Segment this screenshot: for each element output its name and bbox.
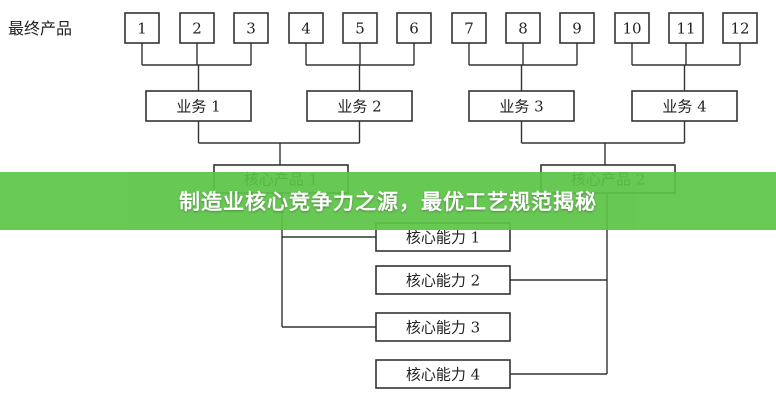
product-4-label: 4 [301,19,311,37]
product-9: 9 [559,12,595,44]
business-1-box [145,90,252,122]
business-3: 业务 3 [468,90,575,122]
final-products-label: 最终产品 [8,19,72,38]
product-6-box [396,12,432,44]
product-8-label: 8 [518,19,528,37]
product-1: 1 [124,12,160,44]
product-12-label: 12 [730,19,749,37]
core-capability-3-label: 核心能力 3 [406,318,480,336]
product-7: 7 [451,12,487,44]
business-2-box [306,90,413,122]
core-capability-1-label: 核心能力 1 [406,228,480,246]
core-capability-3: 核心能力 3 [375,312,511,342]
core-capability-2-box [375,265,511,295]
product-1-label: 1 [137,19,147,37]
product-4: 4 [288,12,324,44]
product-12-box [722,12,758,44]
business-4-box [631,90,738,122]
product-2: 2 [179,12,215,44]
product-5: 5 [342,12,378,44]
product-11-label: 11 [676,19,695,37]
product-8: 8 [505,12,541,44]
product-7-label: 7 [464,19,474,37]
product-2-box [179,12,215,44]
core-capability-3-box [375,312,511,342]
product-4-box [288,12,324,44]
product-10: 10 [614,12,650,44]
product-10-label: 10 [622,19,641,37]
product-9-label: 9 [572,19,582,37]
product-3: 3 [233,12,269,44]
title-banner: 制造业核心竞争力之源，最优工艺规范揭秘 [0,172,776,230]
product-6: 6 [396,12,432,44]
core-capability-4-box [375,359,511,389]
core-capability-4-label: 核心能力 4 [406,365,480,383]
product-11-box [668,12,704,44]
business-4: 业务 4 [631,90,738,122]
product-2-label: 2 [192,19,202,37]
core-capability-4: 核心能力 4 [375,359,511,389]
connector-lines [141,43,741,375]
business-3-box [468,90,575,122]
product-1-box [124,12,160,44]
business-4-label: 业务 4 [662,97,706,115]
core-capability-2: 核心能力 2 [375,265,511,295]
business-2-label: 业务 2 [337,97,381,115]
product-10-box [614,12,650,44]
product-7-box [451,12,487,44]
product-3-label: 3 [246,19,256,37]
product-5-box [342,12,378,44]
business-1-label: 业务 1 [176,97,220,115]
business-1: 业务 1 [145,90,252,122]
product-12: 12 [722,12,758,44]
business-2: 业务 2 [306,90,413,122]
business-3-label: 业务 3 [499,97,543,115]
product-5-label: 5 [355,19,365,37]
product-11: 11 [668,12,704,44]
product-8-box [505,12,541,44]
product-3-box [233,12,269,44]
product-9-box [559,12,595,44]
banner-title: 制造业核心竞争力之源，最优工艺规范揭秘 [179,190,597,214]
product-6-label: 6 [409,19,419,37]
core-capability-2-label: 核心能力 2 [406,271,480,289]
